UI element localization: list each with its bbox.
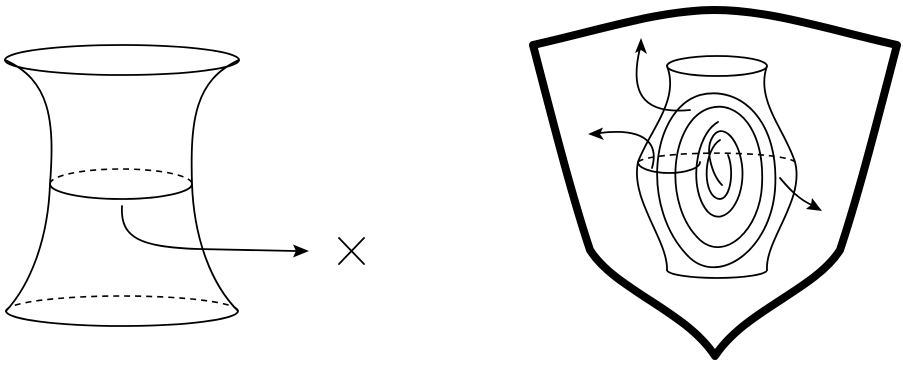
map-arrow-shaft [121, 205, 297, 252]
nested-curves [656, 92, 777, 269]
hyperboloid-left-side [4, 59, 53, 312]
waist-cycle [49, 168, 193, 200]
hyperboloid-right-side [190, 59, 240, 312]
inner-bottom-rim [666, 269, 768, 279]
inner-knot [695, 121, 744, 218]
arrow-left [588, 127, 655, 169]
waist-cycle-back [49, 168, 193, 185]
arrow-right [779, 177, 822, 211]
inner-surface [636, 55, 798, 279]
outer-loop [656, 92, 777, 269]
map-arrow [121, 205, 309, 258]
inner-cycle-front [637, 161, 701, 174]
inner-cycle-back [637, 152, 796, 163]
arrow-top [635, 38, 691, 112]
hyperboloid-surface [4, 44, 240, 327]
hyperboloid-top-rim [4, 44, 240, 76]
inner-loop [705, 139, 733, 200]
map-arrow-head [293, 244, 309, 258]
left-panel [4, 44, 365, 327]
inner-top-rim [666, 55, 768, 77]
hyperboloid-bottom-back [5, 295, 239, 312]
waist-cycle-front [49, 183, 193, 200]
middle-loop [674, 105, 764, 248]
right-panel [529, 6, 901, 360]
cross-icon [338, 237, 365, 265]
shield-boundary [529, 6, 901, 360]
inner-right-side [763, 65, 798, 271]
hyperboloid-bottom-front [5, 310, 239, 327]
